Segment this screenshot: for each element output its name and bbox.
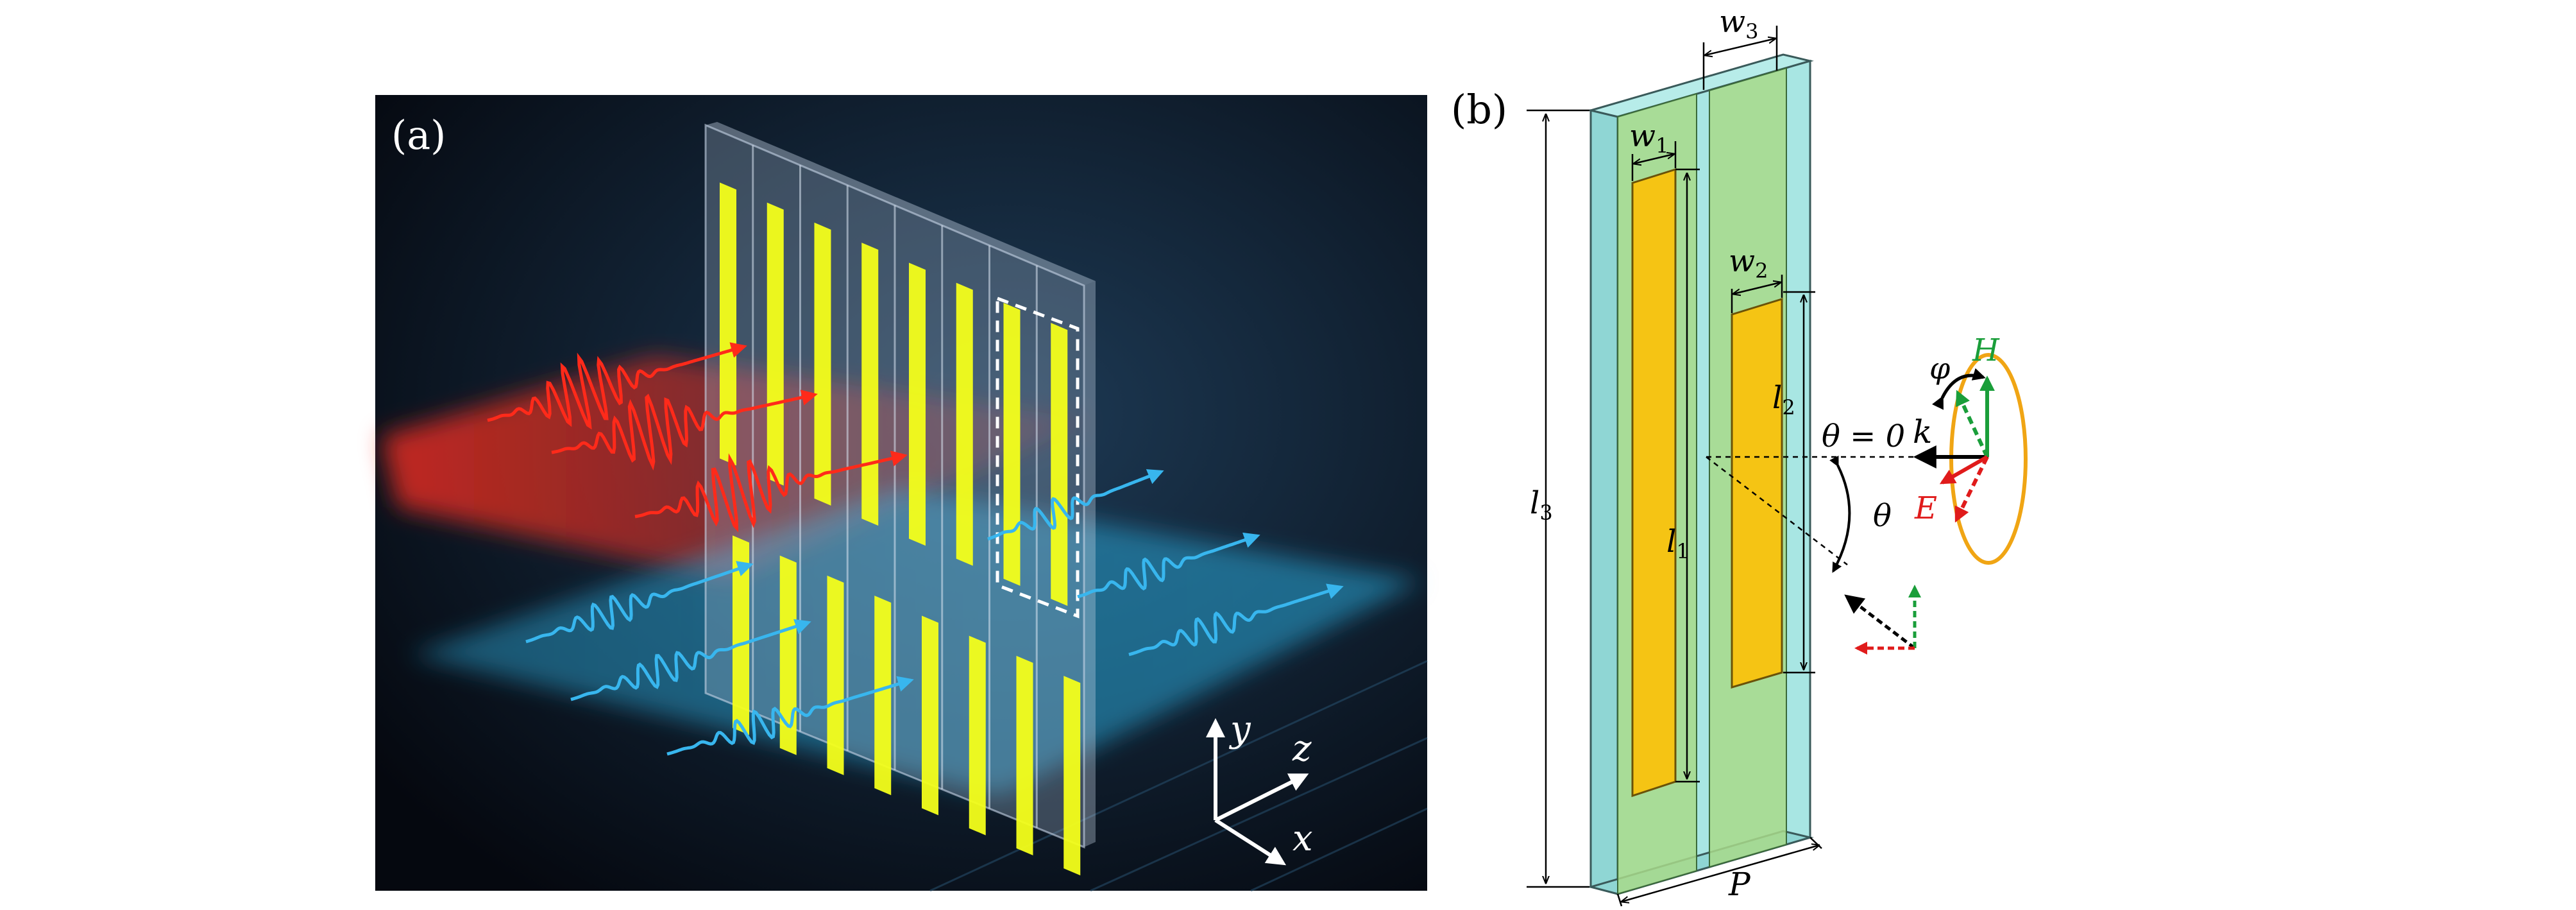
strip-upper xyxy=(720,182,736,466)
transmitted-wave-packet xyxy=(1128,583,1344,657)
p-label: P xyxy=(1728,866,1751,903)
l1-dimension xyxy=(1675,168,1700,783)
w1-dimension xyxy=(1631,141,1677,181)
l1-label: l1 xyxy=(1666,524,1690,563)
phi-arc xyxy=(1931,368,1986,410)
w1-label: w1 xyxy=(1629,118,1668,158)
panel-a-illustration: (a) y z x xyxy=(375,95,1428,892)
w3-label: w3 xyxy=(1719,4,1758,44)
panel-b-label: (b) xyxy=(1451,86,1507,133)
e-vector xyxy=(1939,455,1988,485)
x-axis-label: x xyxy=(1292,818,1313,859)
y-axis-label: y xyxy=(1228,708,1251,750)
transmitted-wave-packet xyxy=(1077,532,1260,599)
strip-upper xyxy=(909,262,926,546)
z-axis-label: z xyxy=(1292,728,1312,769)
z-axis-arrow xyxy=(1214,773,1309,822)
transmitted-blue-waves xyxy=(525,469,1344,756)
l3-label: l3 xyxy=(1530,485,1553,525)
strip-upper xyxy=(814,222,831,506)
strip-lower xyxy=(779,555,797,755)
oblique-k-vector xyxy=(1844,594,1916,649)
transmitted-wave-packet xyxy=(666,676,914,756)
strip-lower xyxy=(969,635,986,836)
unit-cell-outline xyxy=(996,296,1080,619)
long-strip xyxy=(1631,167,1677,798)
phi-label: φ xyxy=(1929,351,1951,386)
strip-lower xyxy=(827,575,844,775)
theta-zero-label: θ = 0 xyxy=(1822,418,1905,454)
metasurface-slab xyxy=(704,122,1096,876)
strip-lower xyxy=(733,535,749,735)
transmitted-wave-packet xyxy=(987,469,1164,541)
strip-upper xyxy=(1003,302,1021,586)
h-label: H xyxy=(1972,332,2000,368)
k-label: k xyxy=(1913,413,1932,451)
incident-red-waves xyxy=(487,342,908,533)
l3-dimension xyxy=(1527,109,1589,888)
strip-lower xyxy=(1063,676,1081,876)
transmitted-wave-plane xyxy=(411,488,1421,796)
incident-wave-packet xyxy=(551,390,818,471)
l2-label: l2 xyxy=(1772,380,1795,420)
h-vector-rotated xyxy=(1956,390,1989,458)
transmitted-wave-packet xyxy=(570,619,811,701)
strip-lower xyxy=(874,596,892,796)
strip-upper xyxy=(767,202,784,486)
w2-dimension xyxy=(1731,275,1783,313)
oblique-incidence-line xyxy=(1706,456,1848,565)
p-dimension xyxy=(1616,837,1822,907)
l2-dimension xyxy=(1783,291,1815,674)
w2-label: w2 xyxy=(1729,243,1768,283)
coordinate-axes xyxy=(1206,718,1309,866)
incident-wave-packet xyxy=(487,342,747,430)
e-label: E xyxy=(1914,490,1937,526)
strip-upper xyxy=(956,282,973,566)
w3-dimension xyxy=(1702,26,1778,90)
theta-label: θ xyxy=(1873,498,1892,534)
x-axis-arrow xyxy=(1214,818,1287,866)
strip-upper xyxy=(861,243,879,526)
incident-wave-packet xyxy=(634,451,908,533)
panel-a-label: (a) xyxy=(391,112,446,159)
theta-arc xyxy=(1829,455,1851,573)
transmitted-wave-packet xyxy=(525,561,754,644)
strip-lower xyxy=(1016,655,1033,855)
background-grid-lines xyxy=(929,660,1428,892)
strip-upper xyxy=(1051,323,1068,606)
short-strip xyxy=(1731,297,1783,689)
panel-b-unit-cell: (b) w3 w1 xyxy=(1451,4,2028,907)
strip-lower xyxy=(922,615,938,816)
